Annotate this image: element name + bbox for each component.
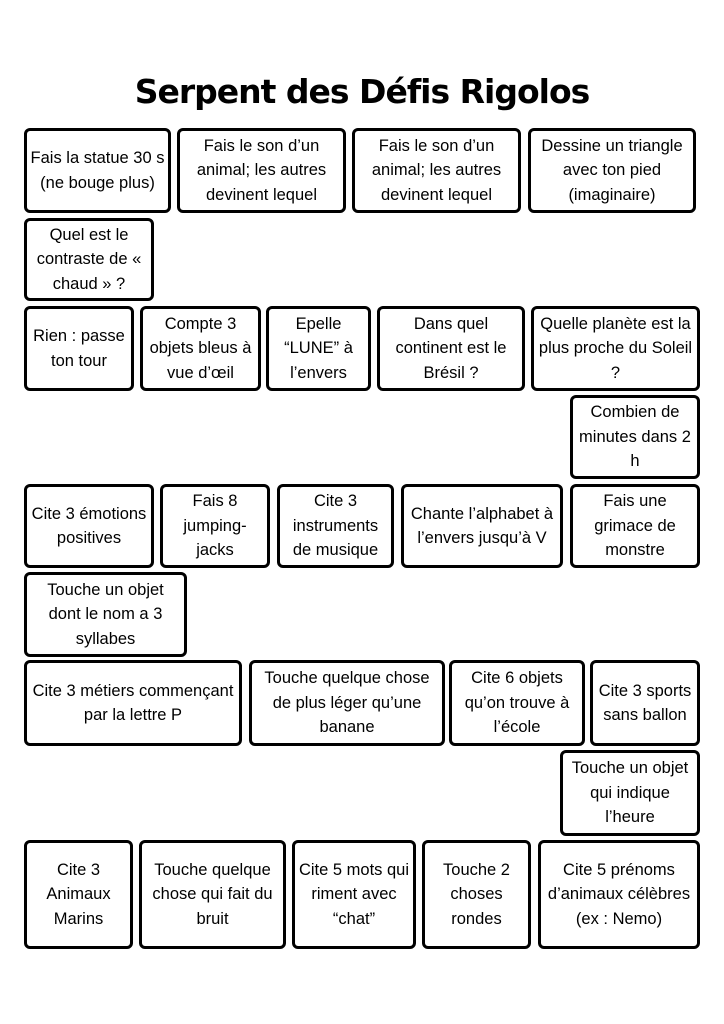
board-cell: Dessine un triangle avec ton pied (imagi… — [528, 128, 696, 213]
board-cell: Cite 3 métiers commençant par la lettre … — [24, 660, 242, 746]
board-cell: Cite 3 instruments de musique — [277, 484, 394, 568]
board-cell: Cite 5 prénoms d’animaux célèbres (ex : … — [538, 840, 700, 949]
board-cell: Quelle planète est la plus proche du Sol… — [531, 306, 700, 391]
board-cell: Epelle “LUNE” à l’envers — [266, 306, 371, 391]
board-cell: Cite 6 objets qu’on trouve à l’école — [449, 660, 585, 746]
board-cell: Quel est le contraste de « chaud » ? — [24, 218, 154, 301]
board-cell: Cite 3 émotions positives — [24, 484, 154, 568]
board-cell: Fais le son d’un animal; les autres devi… — [177, 128, 346, 213]
board-cell: Dans quel continent est le Brésil ? — [377, 306, 525, 391]
board-cell: Cite 5 mots qui riment avec “chat” — [292, 840, 416, 949]
board-cell: Touche un objet qui indique l’heure — [560, 750, 700, 836]
board-cell: Compte 3 objets bleus à vue d’œil — [140, 306, 261, 391]
board-cell: Touche quelque chose qui fait du bruit — [139, 840, 286, 949]
board-cell: Cite 3 sports sans ballon — [590, 660, 700, 746]
board-cell: Fais 8 jumping-jacks — [160, 484, 270, 568]
board-cell: Touche quelque chose de plus léger qu’un… — [249, 660, 445, 746]
board-cell: Fais le son d’un animal; les autres devi… — [352, 128, 521, 213]
board-cell: Combien de minutes dans 2 h — [570, 395, 700, 479]
board-cell: Fais une grimace de monstre — [570, 484, 700, 568]
board-cell: Chante l’alphabet à l’envers jusqu’à V — [401, 484, 563, 568]
board-cell: Touche un objet dont le nom a 3 syllabes — [24, 572, 187, 657]
page-title: Serpent des Défis Rigolos — [134, 72, 591, 111]
board-cell: Fais la statue 30 s (ne bouge plus) — [24, 128, 171, 213]
board-cell: Touche 2 choses rondes — [422, 840, 531, 949]
board-cell: Rien : passe ton tour — [24, 306, 134, 391]
board-cell: Cite 3 Animaux Marins — [24, 840, 133, 949]
